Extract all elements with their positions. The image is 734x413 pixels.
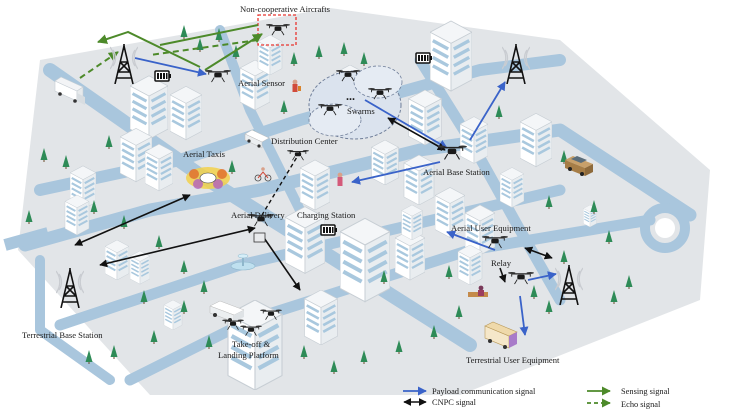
- label-charging-station: Charging Station: [297, 210, 356, 220]
- legend-echo-label: Echo signal: [621, 400, 661, 409]
- noncooperative-box: [257, 14, 297, 46]
- label-takeoff-line1: Take-off &: [232, 339, 270, 349]
- label-relay: Relay: [491, 258, 512, 268]
- legend-sensing-label: Sensing signal: [621, 387, 670, 396]
- aerial-taxi-icon: [186, 167, 230, 189]
- echo-signals: [79, 39, 259, 79]
- legend-payload-label: Payload communication signal: [432, 387, 536, 396]
- delivery-package: [253, 232, 266, 243]
- bicycle-icon: [254, 167, 272, 182]
- label-terrestrial-base-station: Terrestrial Base Station: [22, 330, 103, 340]
- legend: Payload communication signal CNPC signal…: [403, 386, 670, 409]
- label-aerial-sensor: Aerial Sensor: [238, 78, 285, 88]
- battery-icon: [415, 52, 433, 64]
- label-aerial-taxis: Aerial Taxis: [183, 149, 226, 159]
- label-aerial-user-equipment: Aerial User Equipment: [451, 223, 531, 233]
- person-icon: [337, 172, 343, 186]
- car-icon: [244, 129, 270, 149]
- cnpc-signals: [74, 117, 553, 291]
- label-takeoff-line2: Landing Platform: [218, 350, 279, 360]
- truck-icon: [484, 321, 518, 349]
- bench: [468, 285, 488, 297]
- battery-icon: [154, 70, 172, 82]
- label-noncooperative-aircrafts: Non-cooperative Aircrafts: [240, 4, 331, 14]
- car-icon: [565, 156, 593, 176]
- label-terrestrial-user-equipment: Terrestrial User Equipment: [466, 355, 560, 365]
- delivery-dashed-link: [261, 151, 301, 216]
- person-icon: [292, 79, 301, 92]
- battery-icon: [320, 224, 338, 236]
- swarm-ellipsis: ...: [346, 89, 355, 103]
- swarm-cloud: [308, 65, 403, 140]
- city-ground: [18, 8, 710, 395]
- label-swarms: Swarms: [347, 106, 375, 116]
- label-aerial-delivery: Aerial Delivery: [231, 210, 285, 220]
- legend-cnpc-label: CNPC signal: [432, 398, 477, 407]
- roundabout: [640, 203, 690, 253]
- label-distribution-center: Distribution Center: [271, 136, 338, 146]
- label-aerial-base-station: Aerial Base Station: [423, 167, 491, 177]
- truck-icon: [54, 76, 85, 105]
